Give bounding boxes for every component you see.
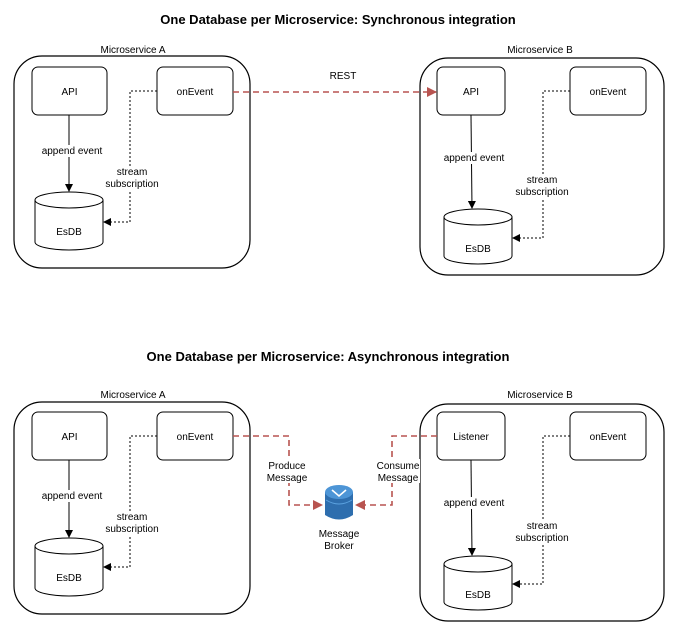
sync-microservice-a: Microservice A API onEvent EsDB append e…: [13, 45, 251, 269]
sync-a-append-label: append event: [42, 146, 103, 157]
async-a-esdb: [34, 537, 104, 597]
async-service-b-container: [419, 403, 665, 622]
rest-label: REST: [330, 71, 357, 82]
sync-service-a-label: Microservice A: [100, 45, 165, 56]
sync-a-stream-arrow: [103, 90, 157, 226]
async-a-append-label: append event: [42, 491, 103, 502]
async-b-stream-arrow: [512, 435, 570, 588]
async-a-api-label: API: [61, 432, 77, 443]
async-a-stream-label-2: subscription: [105, 524, 158, 535]
produce-label-1: Produce: [268, 461, 306, 472]
async-a-stream-arrow: [103, 435, 157, 571]
sync-microservice-b: Microservice B API onEvent EsDB append e…: [419, 45, 665, 276]
sync-b-onevent-label: onEvent: [590, 87, 627, 98]
sync-b-append-label: append event: [444, 153, 505, 164]
sync-b-esdb-label: EsDB: [465, 244, 491, 255]
consume-label-2: Message: [378, 473, 419, 484]
async-b-esdb-label: EsDB: [465, 590, 491, 601]
produce-label-2: Message: [267, 473, 308, 484]
async-b-stream-label-1: stream: [527, 521, 558, 532]
async-service-b-label: Microservice B: [507, 390, 573, 401]
async-b-esdb: [443, 555, 513, 611]
sync-b-stream-arrow: [512, 90, 570, 242]
async-service-a-container: [13, 401, 251, 615]
sync-a-esdb-label: EsDB: [56, 227, 82, 238]
consume-label-1: Consume: [377, 461, 420, 472]
async-microservice-b: Microservice B Listener onEvent EsDB app…: [419, 390, 665, 622]
async-microservice-a: Microservice A API onEvent EsDB append e…: [13, 390, 251, 615]
sync-title: One Database per Microservice: Synchrono…: [160, 12, 515, 27]
message-broker-icon: [325, 485, 353, 520]
sync-a-onevent-label: onEvent: [177, 87, 214, 98]
broker-label-1: Message: [319, 529, 360, 540]
async-title: One Database per Microservice: Asynchron…: [147, 349, 510, 364]
sync-service-b-label: Microservice B: [507, 45, 573, 56]
async-b-stream-label-2: subscription: [515, 533, 568, 544]
sync-b-stream-label-1: stream: [527, 175, 558, 186]
async-service-a-label: Microservice A: [100, 390, 165, 401]
sync-a-stream-label-1: stream: [117, 167, 148, 178]
sync-b-api-label: API: [463, 87, 479, 98]
sync-service-a-container: [13, 55, 251, 269]
sync-service-b-container: [419, 57, 665, 276]
sync-a-stream-label-2: subscription: [105, 179, 158, 190]
sync-b-stream-label-2: subscription: [515, 187, 568, 198]
broker-label-2: Broker: [324, 541, 354, 552]
async-b-listener-label: Listener: [453, 432, 489, 443]
consume-arrow: [355, 435, 437, 510]
async-a-esdb-label: EsDB: [56, 573, 82, 584]
async-a-stream-label-1: stream: [117, 512, 148, 523]
async-b-append-label: append event: [444, 498, 505, 509]
sync-a-api-label: API: [61, 87, 77, 98]
sync-a-esdb: [34, 191, 104, 251]
async-a-onevent-label: onEvent: [177, 432, 214, 443]
async-b-onevent-label: onEvent: [590, 432, 627, 443]
sync-b-esdb: [443, 208, 513, 265]
